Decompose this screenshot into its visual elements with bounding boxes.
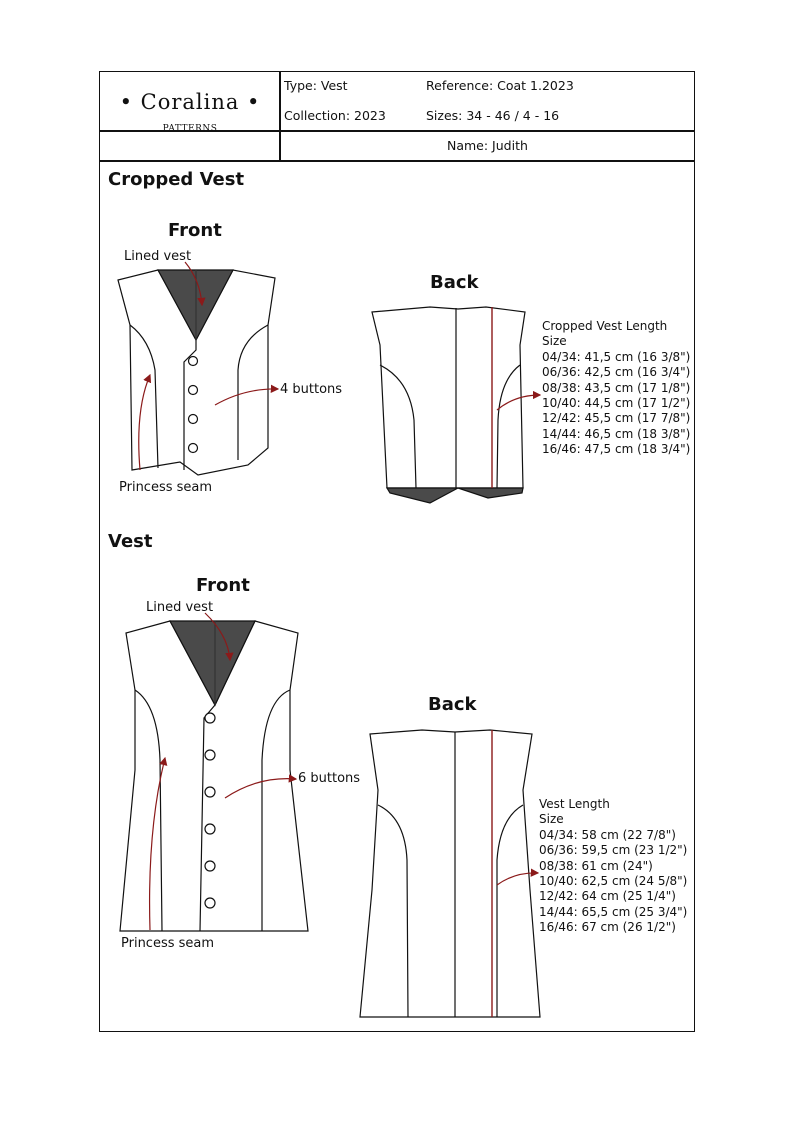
cropped-seam-label: Princess seam xyxy=(119,480,213,495)
size-row: 04/34: 58 cm (22 7/8") xyxy=(539,827,676,842)
size-row: 10/40: 62,5 cm (24 5/8") xyxy=(539,873,688,888)
size-row: 14/44: 46,5 cm (18 3/8") xyxy=(542,426,691,441)
size-table-subheading: Size xyxy=(539,812,564,827)
reference-field: Reference: Coat 1.2023 xyxy=(426,78,574,93)
header-brand-divider xyxy=(279,71,281,161)
brand-logo: • Coralina • xyxy=(119,90,261,114)
cropped-lined-label: Lined vest xyxy=(124,249,192,264)
spec-sheet-frame xyxy=(99,71,695,1032)
size-table-heading: Cropped Vest Length xyxy=(542,319,668,333)
lined-arrow-icon xyxy=(184,261,206,307)
seam-arrow-icon xyxy=(138,373,152,471)
cropped-front-drawing xyxy=(117,269,276,476)
size-row: 04/34: 41,5 cm (16 3/8") xyxy=(542,349,691,364)
seam-arrow-icon xyxy=(148,756,168,931)
button-icon xyxy=(187,384,199,396)
size-row: 12/42: 64 cm (25 1/4") xyxy=(539,889,676,904)
vest-size-table: Vest Length Size 04/34: 58 cm (22 7/8") … xyxy=(539,797,687,936)
size-row: 08/38: 61 cm (24") xyxy=(539,858,653,873)
size-row: 10/40: 44,5 cm (17 1/2") xyxy=(542,395,691,410)
vest-back-drawing xyxy=(359,729,541,1018)
button-icon xyxy=(187,442,199,454)
button-icon xyxy=(204,786,216,798)
button-icon xyxy=(187,355,199,367)
size-row: 06/36: 59,5 cm (23 1/2") xyxy=(539,843,688,858)
brand-subtitle: PATTERNS xyxy=(162,124,218,134)
vest-back-title: Back xyxy=(428,694,477,715)
button-icon xyxy=(204,712,216,724)
size-row: 14/44: 65,5 cm (25 3/4") xyxy=(539,904,688,919)
button-icon xyxy=(204,823,216,835)
type-field: Type: Vest xyxy=(284,78,348,93)
cropped-back-title: Back xyxy=(430,272,479,293)
vest-section-title: Vest xyxy=(108,531,153,552)
length-arrow-icon xyxy=(496,390,542,411)
cropped-back-lining xyxy=(385,487,524,504)
length-arrow-icon xyxy=(496,868,540,886)
vest-front-title: Front xyxy=(196,575,250,596)
buttons-arrow-icon xyxy=(224,774,298,799)
header-divider xyxy=(99,130,695,132)
sizes-field: Sizes: 34 - 46 / 4 - 16 xyxy=(426,108,560,123)
size-row: 16/46: 47,5 cm (18 3/4") xyxy=(542,442,691,457)
lined-arrow-icon xyxy=(204,612,234,662)
size-row: 06/36: 42,5 cm (16 3/4") xyxy=(542,365,691,380)
button-icon xyxy=(204,749,216,761)
size-table-subheading: Size xyxy=(542,334,567,349)
size-table-heading: Vest Length xyxy=(539,797,610,811)
vest-buttons-label: 6 buttons xyxy=(298,771,361,786)
button-icon xyxy=(204,897,216,909)
name-field: Name: Judith xyxy=(447,138,528,153)
button-icon xyxy=(204,860,216,872)
button-icon xyxy=(187,413,199,425)
vest-seam-label: Princess seam xyxy=(121,936,215,951)
buttons-arrow-icon xyxy=(214,384,280,406)
size-row: 08/38: 43,5 cm (17 1/8") xyxy=(542,380,691,395)
cropped-section-title: Cropped Vest xyxy=(108,169,245,190)
cropped-size-table: Cropped Vest Length Size 04/34: 41,5 cm … xyxy=(542,319,690,458)
size-row: 16/46: 67 cm (26 1/2") xyxy=(539,920,676,935)
cropped-back-drawing xyxy=(371,306,526,504)
vest-lined-label: Lined vest xyxy=(146,600,214,615)
size-row: 12/42: 45,5 cm (17 7/8") xyxy=(542,411,691,426)
collection-field: Collection: 2023 xyxy=(284,108,386,123)
vest-front-drawing xyxy=(119,620,309,932)
header-bottom-rule xyxy=(99,160,695,162)
cropped-front-title: Front xyxy=(168,220,222,241)
cropped-buttons-label: 4 buttons xyxy=(280,382,343,397)
